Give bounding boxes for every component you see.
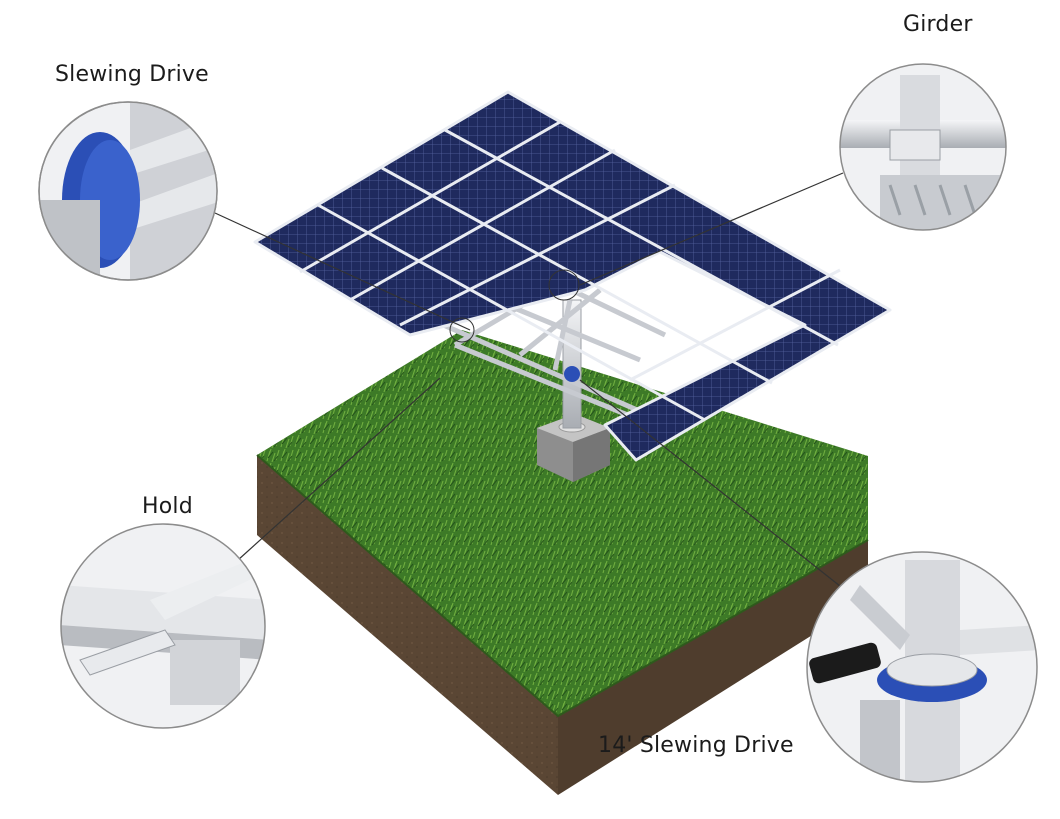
detail-girder (839, 63, 1007, 231)
label-slewing-drive: Slewing Drive (55, 62, 209, 87)
detail-slewing-drive-14 (806, 551, 1038, 783)
ground-left-face (257, 455, 558, 795)
solar-array (253, 90, 892, 462)
label-girder: Girder (903, 12, 973, 37)
slewing-ring-small (564, 366, 580, 382)
label-hold: Hold (142, 494, 193, 519)
support-frame (430, 262, 667, 423)
ground-block (256, 330, 869, 795)
detail-hold (60, 523, 266, 729)
label-slewing-drive-14: 14' Slewing Drive (598, 733, 794, 758)
detail-slewing-drive (38, 101, 218, 281)
leader-lines (214, 172, 846, 591)
grass-top (257, 330, 868, 716)
ground-right-face (558, 540, 868, 795)
